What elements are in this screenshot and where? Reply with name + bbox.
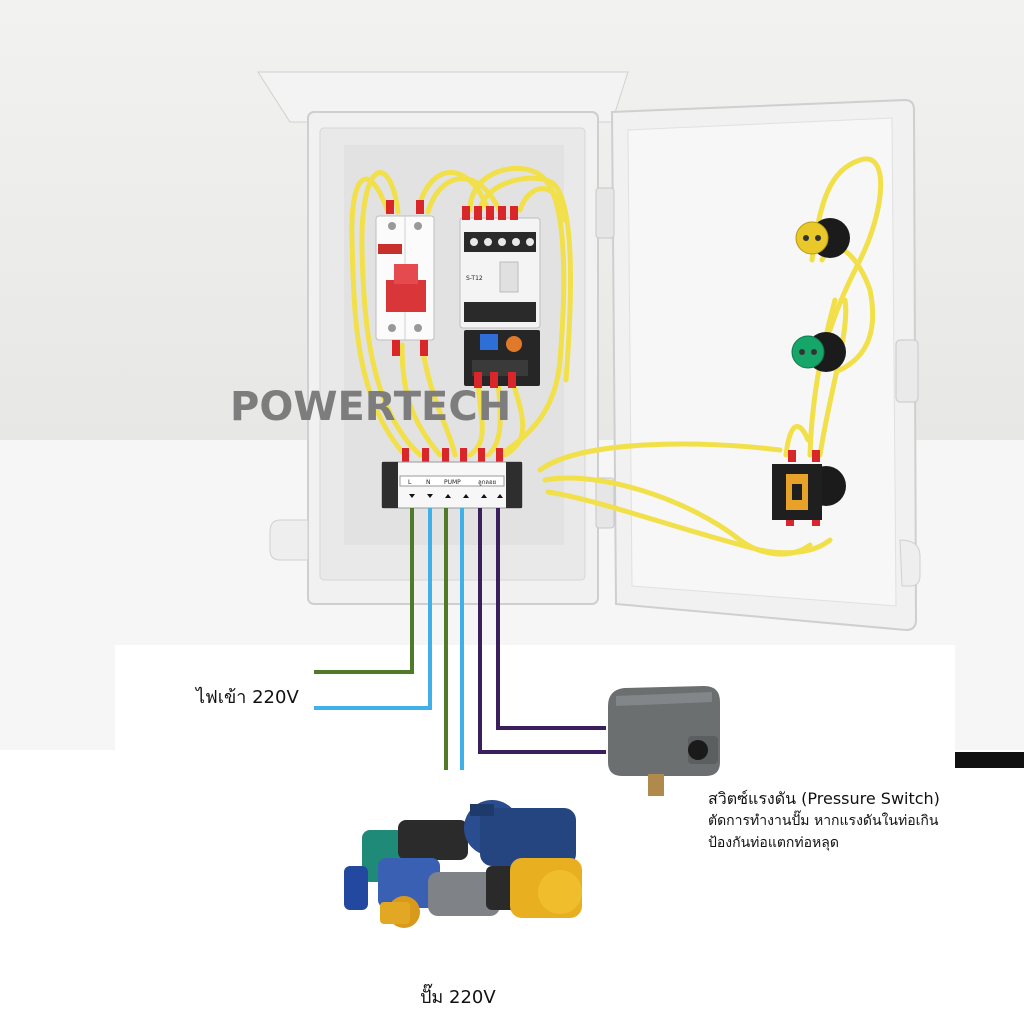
contactor-label: S-T12 xyxy=(466,275,483,282)
selector-switch-icon xyxy=(772,464,846,520)
pressure-switch-title: สวิตซ์แรงดัน (Pressure Switch) xyxy=(708,789,940,808)
terminal-label-float: ลูกลอย xyxy=(478,479,496,486)
pump-label: ปั๊ม 220V xyxy=(420,987,496,1008)
internal-wiring xyxy=(349,156,884,557)
pilot-lamp-green-icon xyxy=(791,332,846,372)
watermark: POWERTECH xyxy=(230,384,512,430)
circuit-breaker-icon xyxy=(375,215,435,341)
dark-edge xyxy=(955,752,1024,768)
terminal-block-icon: L N PUMP ลูกลอย xyxy=(381,461,523,509)
water-pumps-icon xyxy=(344,800,582,928)
overload-relay-icon xyxy=(464,330,540,386)
enclosure xyxy=(257,71,629,605)
contactor-icon: S-T12 xyxy=(459,217,541,329)
pressure-switch-icon xyxy=(608,686,720,796)
power-in-label: ไฟเข้า 220V xyxy=(196,687,299,708)
pressure-switch-desc-1: ตัดการทำงานปั๊ม หากแรงดันในท่อเกิน xyxy=(708,813,939,829)
external-wiring xyxy=(314,508,606,770)
pressure-switch-desc-2: ป้องกันท่อแตกท่อหลุด xyxy=(708,835,839,851)
pilot-lamp-yellow-icon xyxy=(795,218,850,258)
terminal-label-n: N xyxy=(426,479,431,486)
terminal-label-l: L xyxy=(408,479,412,486)
terminal-label-pump: PUMP xyxy=(444,479,461,486)
